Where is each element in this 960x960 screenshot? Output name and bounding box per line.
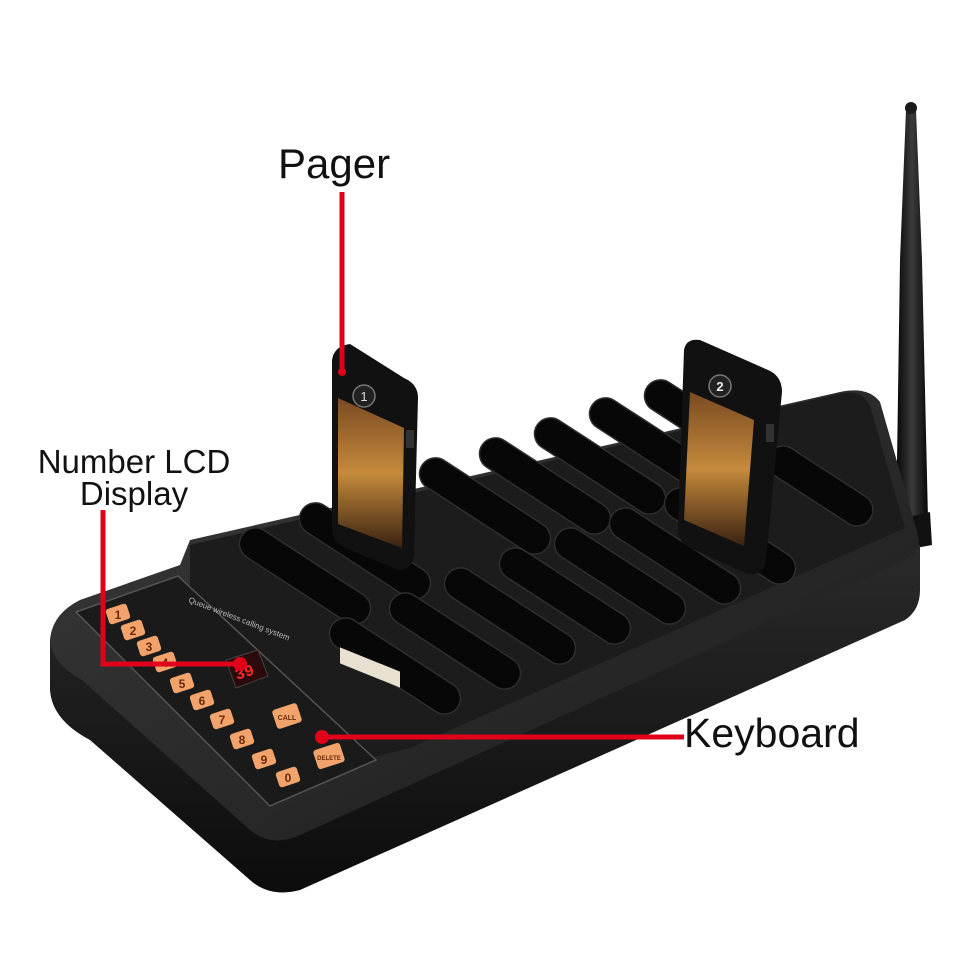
pager-2: 2 [678,339,782,575]
number-lcd-label-line1: Number LCD [37,443,231,480]
number-lcd-display-label: Number LCD Display [28,443,240,512]
svg-text:2: 2 [130,624,137,638]
svg-text:3: 3 [146,640,153,654]
svg-text:5: 5 [179,677,186,691]
svg-text:9: 9 [261,753,268,767]
svg-text:CALL: CALL [278,715,297,722]
key-2[interactable]: 2 [120,619,146,641]
svg-text:DELETE: DELETE [317,756,341,762]
pager-2-number: 2 [716,379,723,394]
svg-text:0: 0 [285,771,292,785]
keypad: 1 2 3 4 5 6 7 [105,603,345,788]
pager-label: Pager [278,140,391,187]
call-key[interactable]: CALL [272,702,303,729]
callout-dots [233,368,346,744]
key-3[interactable]: 3 [136,635,162,657]
control-panel: Queue wireless calling system 39 1 2 3 4 [74,575,378,807]
lcd-callout-line [100,510,236,667]
svg-text:1: 1 [115,608,122,622]
key-1[interactable]: 1 [105,603,131,625]
pager-1-number: 1 [360,389,367,404]
key-0[interactable]: 0 [275,766,301,788]
pager-1: 1 [332,344,418,688]
svg-text:8: 8 [239,733,246,747]
callout-lines [100,192,684,740]
key-9[interactable]: 9 [251,748,277,770]
svg-text:6: 6 [199,694,206,708]
key-8[interactable]: 8 [229,728,255,750]
svg-text:7: 7 [219,713,226,727]
key-6[interactable]: 6 [189,689,215,711]
keyboard-label: Keyboard [684,710,860,756]
number-lcd-label-line2: Display [79,475,189,512]
delete-key[interactable]: DELETE [313,742,346,770]
key-5[interactable]: 5 [169,672,195,694]
key-7[interactable]: 7 [209,708,235,730]
